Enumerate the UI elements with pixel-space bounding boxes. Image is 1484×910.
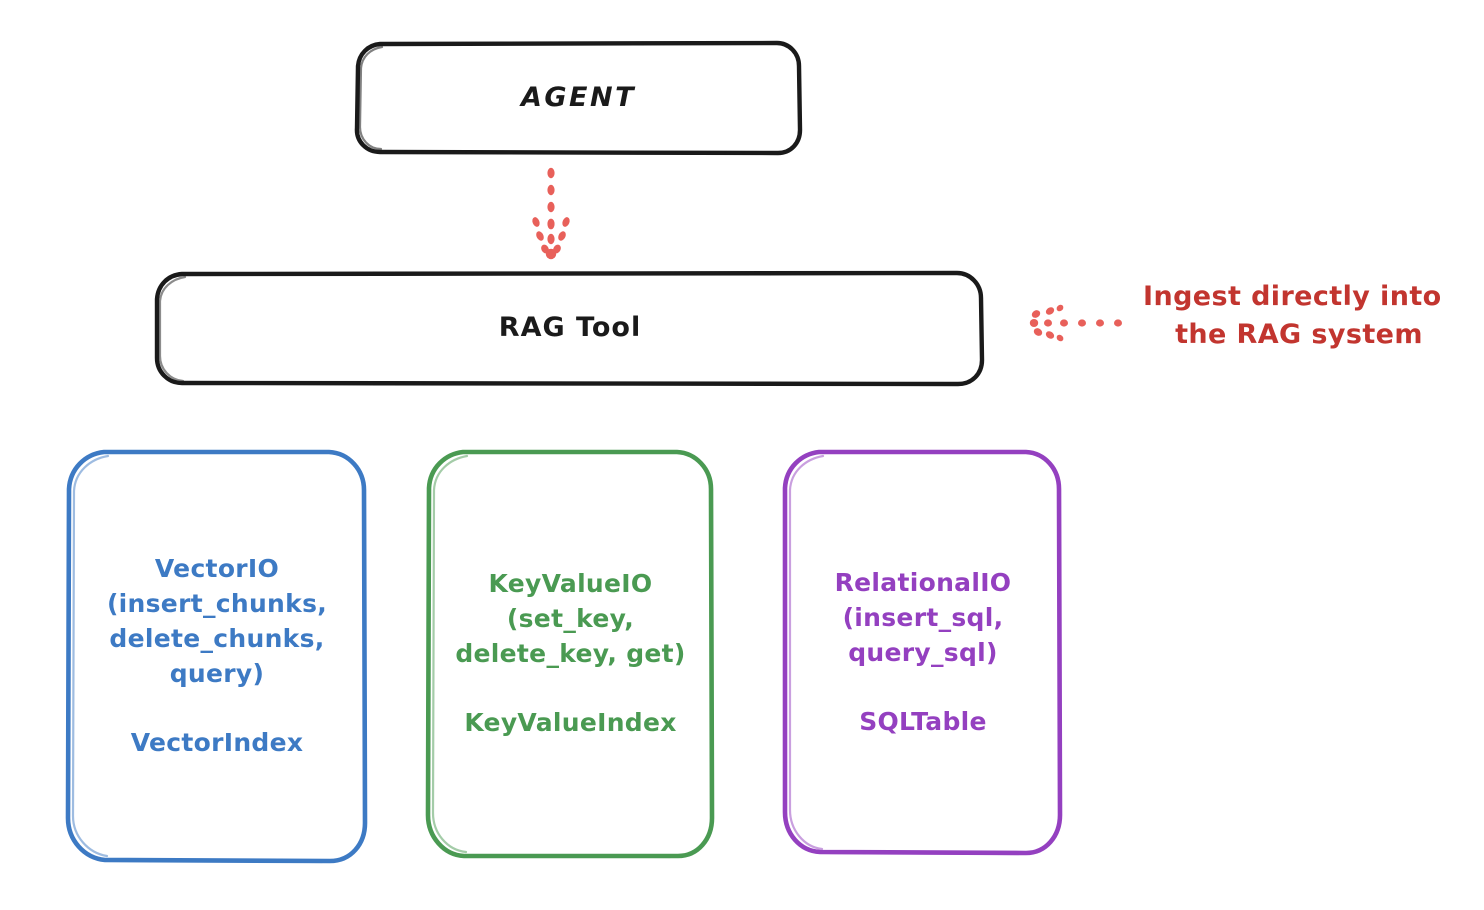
node-relational-io-label: RelationalIO (insert_sql, query_sql) [834, 567, 1012, 667]
node-agent-label: AGENT [520, 81, 636, 113]
connector-agent-to-rag-tool [532, 167, 570, 260]
node-key-value-io[interactable]: KeyValueIO (set_key, delete_key, get) Ke… [428, 450, 713, 856]
node-rag-tool[interactable]: RAG Tool [157, 272, 983, 384]
node-key-value-io-label: KeyValueIO (set_key, delete_key, get) [455, 569, 686, 668]
node-key-value-io-content: KeyValueIO (set_key, delete_key, get) Ke… [455, 566, 685, 740]
annotation-ingest-line2: the RAG system [1175, 319, 1423, 351]
node-vector-io[interactable]: VectorIO (insert_chunks, delete_chunks, … [68, 450, 366, 861]
spacer [835, 670, 1012, 704]
node-vector-io-label: VectorIO (insert_chunks, delete_chunks, … [106, 554, 328, 688]
agent-box-outline [354, 40, 803, 156]
relational-io-box-outline [782, 449, 1063, 856]
node-relational-io-content: RelationalIO (insert_sql, query_sql) SQL… [835, 565, 1012, 739]
spacer [107, 691, 327, 725]
connector-ingest-arrow [1029, 304, 1122, 342]
node-relational-io-index: SQLTable [859, 706, 987, 736]
node-vector-io-content: VectorIO (insert_chunks, delete_chunks, … [107, 551, 327, 760]
annotation-ingest-line1: Ingest directly into [1143, 281, 1442, 312]
node-rag-tool-label: RAG Tool [498, 312, 642, 344]
rag-tool-box-outline [154, 270, 985, 387]
node-vector-io-index: VectorIndex [130, 728, 304, 757]
annotation-ingest: Ingest directly into the RAG system [1143, 278, 1473, 355]
node-relational-io[interactable]: RelationalIO (insert_sql, query_sql) SQL… [785, 450, 1061, 853]
vector-io-box-outline [65, 449, 368, 864]
key-value-io-box-outline [425, 449, 715, 859]
node-key-value-io-index: KeyValueIndex [464, 708, 677, 737]
spacer [455, 671, 685, 705]
node-agent[interactable]: AGENT [357, 42, 800, 153]
